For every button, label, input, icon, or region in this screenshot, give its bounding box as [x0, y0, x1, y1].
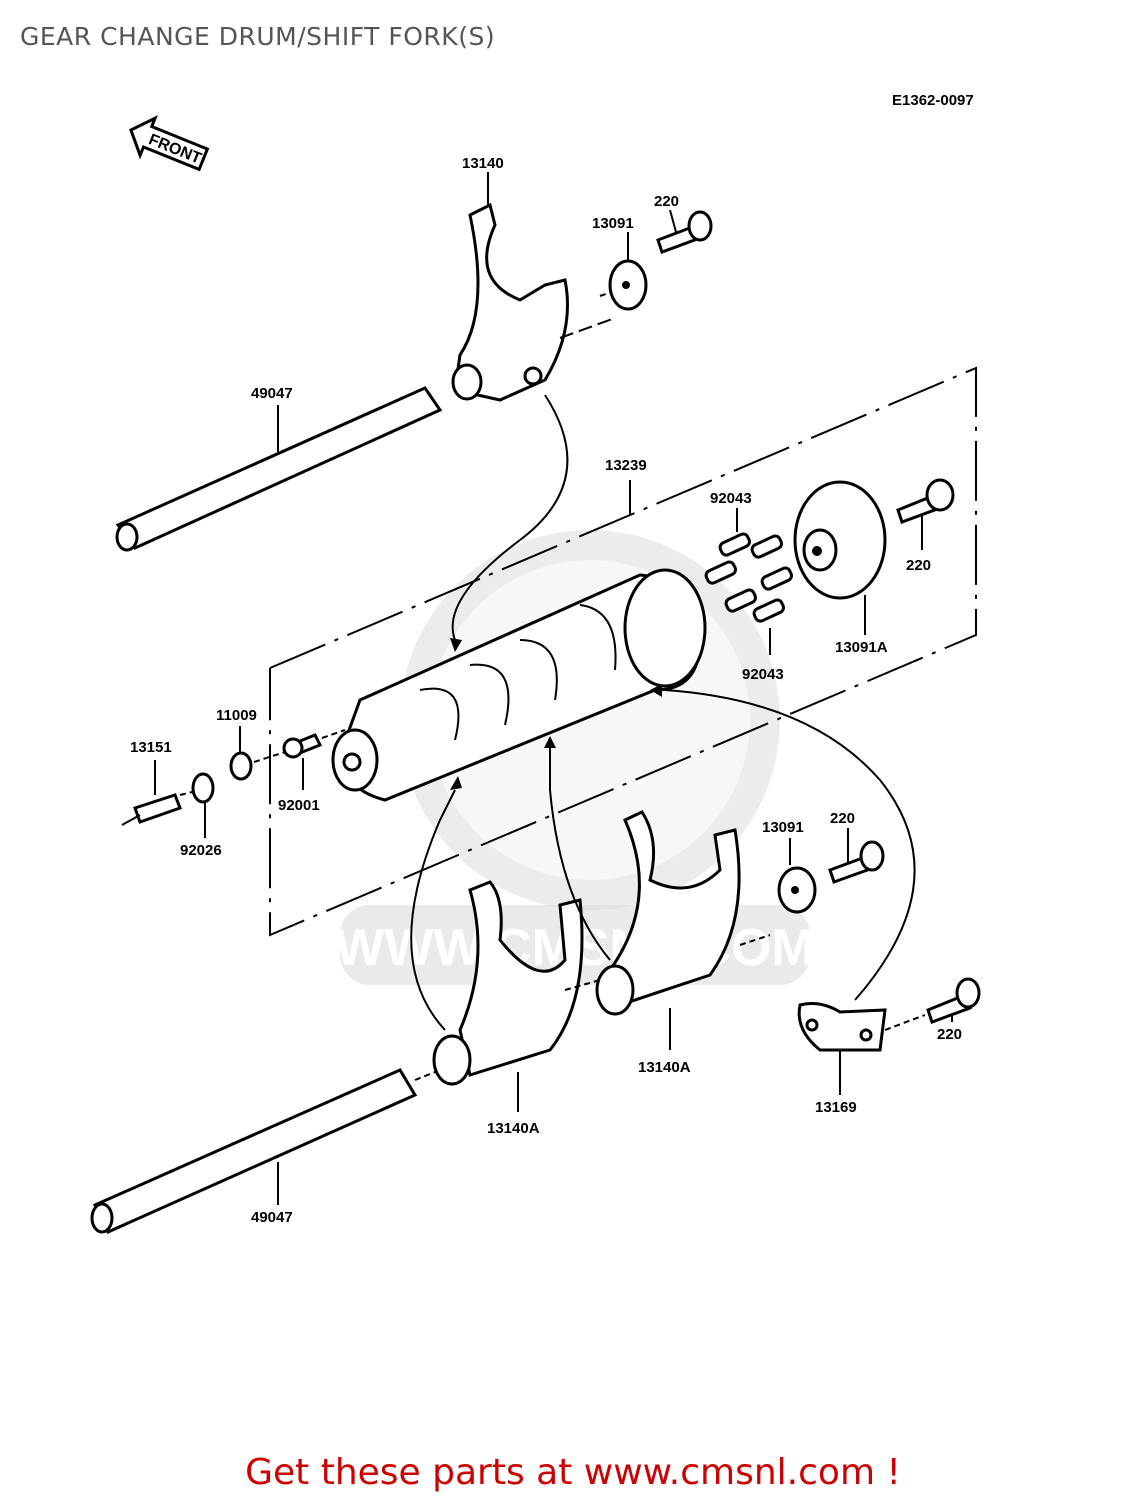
- assembly-frame: [269, 366, 977, 937]
- gasket: [229, 751, 253, 781]
- drum-plate: [793, 480, 887, 600]
- shift-shaft-upper: [115, 386, 443, 552]
- washer-mid: [777, 866, 817, 914]
- footer-text: Get these parts at: [245, 1452, 584, 1493]
- label-13151: 13151: [130, 739, 172, 756]
- label-220-upper: 220: [654, 193, 679, 210]
- label-13140a-left: 13140A: [487, 1120, 540, 1137]
- label-92026: 92026: [180, 842, 222, 859]
- shift-fork-upper: [451, 202, 569, 402]
- gear-change-drum: [331, 568, 707, 802]
- drum-pins: [704, 532, 793, 623]
- diagram-code: E1362-0097: [892, 92, 974, 109]
- shift-shaft-lower: [90, 1068, 418, 1234]
- label-220-stopper: 220: [937, 1026, 962, 1043]
- front-arrow-icon: FRONT: [129, 115, 210, 172]
- washer-switch: [191, 772, 215, 804]
- shift-fork-lower-left: [432, 880, 584, 1086]
- label-13140: 13140: [462, 155, 504, 172]
- bolt-drum: [896, 478, 955, 524]
- footer-text-end: !: [875, 1452, 901, 1493]
- bolt-mid: [828, 840, 885, 884]
- label-49047-lower: 49047: [251, 1209, 293, 1226]
- label-92001: 92001: [278, 797, 320, 814]
- label-13091a: 13091A: [835, 639, 888, 656]
- shift-fork-lower-right: [595, 810, 741, 1016]
- label-13091-upper: 13091: [592, 215, 634, 232]
- label-13169: 13169: [815, 1099, 857, 1116]
- label-13091-mid: 13091: [762, 819, 804, 836]
- assembly-arrow: [451, 394, 569, 641]
- label-13239: 13239: [605, 457, 647, 474]
- label-92043-lower: 92043: [742, 666, 784, 683]
- washer-upper: [608, 259, 648, 311]
- neutral-switch: [121, 793, 182, 826]
- label-220-mid: 220: [830, 810, 855, 827]
- bolt-stopper: [926, 977, 981, 1024]
- bolt-upper: [656, 210, 713, 254]
- page-title: GEAR CHANGE DRUM/SHIFT FORK(S): [20, 22, 496, 51]
- label-92043-upper: 92043: [710, 490, 752, 507]
- footer-link[interactable]: www.cmsnl.com: [583, 1452, 876, 1493]
- label-11009: 11009: [216, 707, 257, 724]
- label-13140a-right: 13140A: [638, 1059, 691, 1076]
- stopper-plate: [797, 1002, 887, 1052]
- label-49047-upper: 49047: [251, 385, 293, 402]
- footer-promo: Get these parts at www.cmsnl.com !: [0, 1452, 1146, 1493]
- label-220-drum: 220: [906, 557, 931, 574]
- plug-bolt: [282, 733, 323, 759]
